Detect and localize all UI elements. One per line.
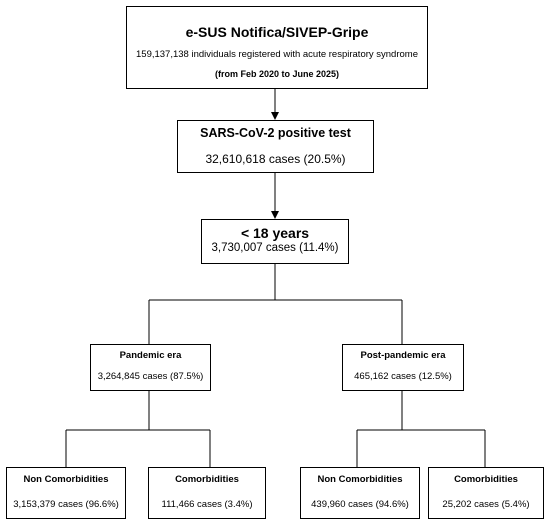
pandemic-comorbidities-box: Comorbidities 111,466 cases (3.4%)	[148, 467, 266, 519]
post-pandemic-comorbidities-title: Comorbidities	[454, 474, 518, 485]
pandemic-era-box: Pandemic era 3,264,845 cases (87.5%)	[90, 344, 211, 391]
positive-test-title: SARS-CoV-2 positive test	[200, 126, 351, 140]
pandemic-comorbidities-title: Comorbidities	[175, 474, 239, 485]
source-box: e-SUS Notifica/SIVEP-Gripe 159,137,138 i…	[126, 6, 428, 89]
post-pandemic-non-comorbidities-box: Non Comorbidities 439,960 cases (94.6%)	[300, 467, 420, 519]
under18-title: < 18 years	[240, 225, 310, 241]
pandemic-non-comorbidities-count: 3,153,379 cases (96.6%)	[13, 499, 119, 510]
pandemic-non-comorbidities-title: Non Comorbidities	[23, 474, 109, 485]
post-pandemic-era-count: 465,162 cases (12.5%)	[354, 371, 452, 382]
post-pandemic-non-comorbidities-count: 439,960 cases (94.6%)	[311, 499, 409, 510]
pandemic-era-count: 3,264,845 cases (87.5%)	[97, 371, 204, 382]
pandemic-non-comorbidities-box: Non Comorbidities 3,153,379 cases (96.6%…	[6, 467, 126, 519]
pandemic-era-title: Pandemic era	[119, 350, 182, 361]
under18-box: < 18 years 3,730,007 cases (11.4%)	[201, 219, 349, 264]
pandemic-comorbidities-count: 111,466 cases (3.4%)	[161, 499, 253, 510]
post-pandemic-non-comorbidities-title: Non Comorbidities	[317, 474, 403, 485]
post-pandemic-comorbidities-count: 25,202 cases (5.4%)	[442, 499, 530, 510]
post-pandemic-era-title: Post-pandemic era	[360, 350, 446, 361]
under18-count: 3,730,007 cases (11.4%)	[211, 242, 339, 254]
source-period: (from Feb 2020 to June 2025)	[214, 69, 340, 79]
source-count: 159,137,138 individuals registered with …	[136, 49, 418, 60]
post-pandemic-comorbidities-box: Comorbidities 25,202 cases (5.4%)	[428, 467, 544, 519]
positive-test-box: SARS-CoV-2 positive test 32,610,618 case…	[177, 120, 374, 173]
source-title: e-SUS Notifica/SIVEP-Gripe	[185, 24, 369, 40]
post-pandemic-era-box: Post-pandemic era 465,162 cases (12.5%)	[342, 344, 464, 391]
positive-test-count: 32,610,618 cases (20.5%)	[205, 152, 346, 166]
